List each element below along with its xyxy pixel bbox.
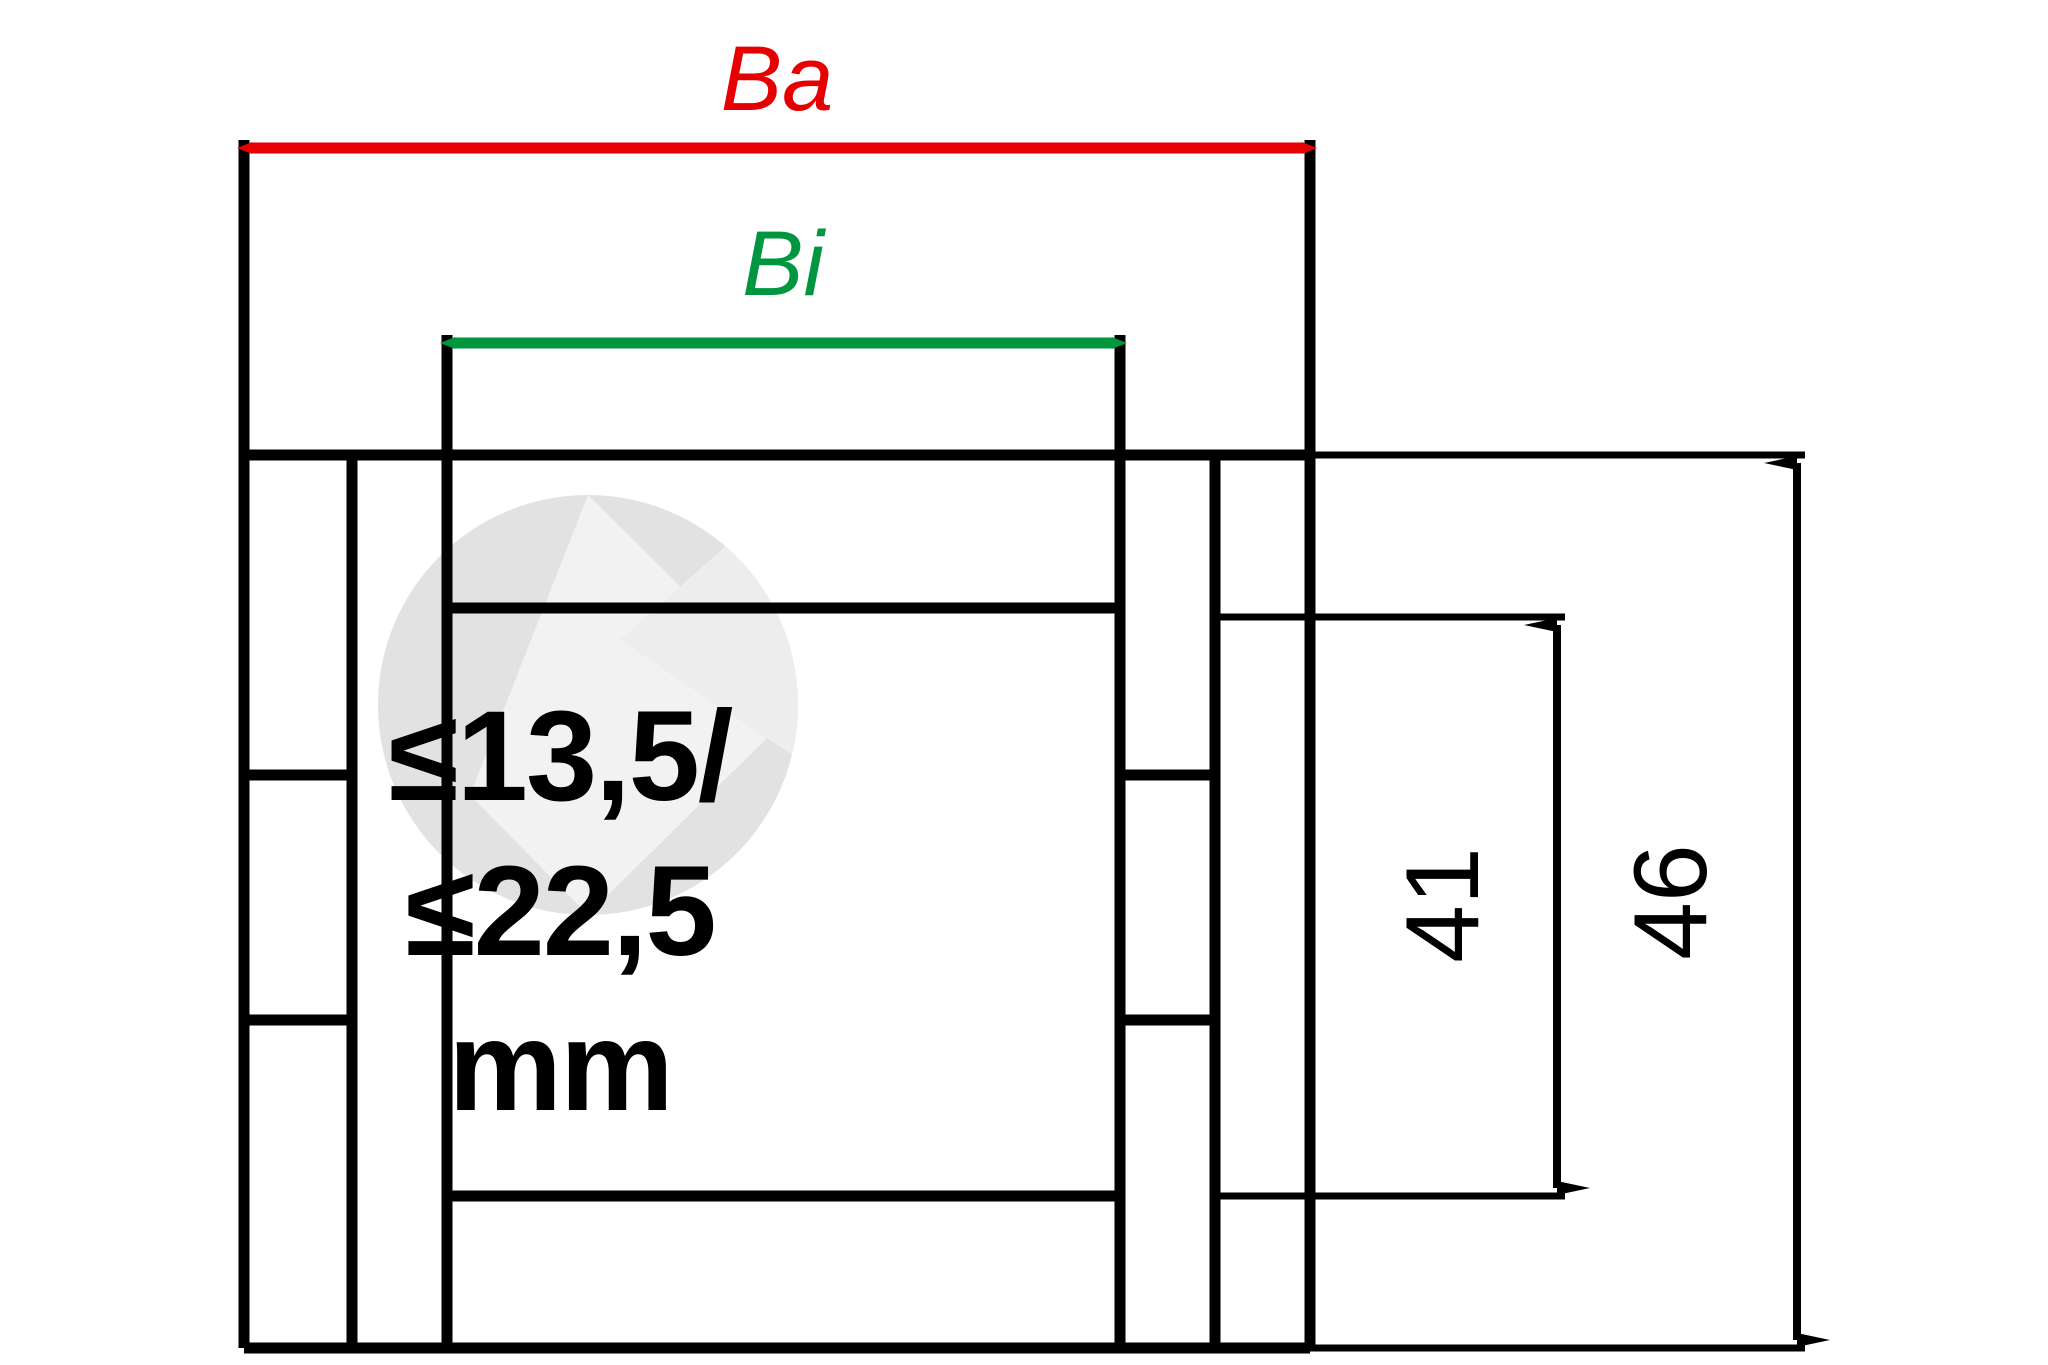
annotation-line-1: ≤13,5/ xyxy=(389,685,733,828)
bi-label: Bi xyxy=(742,213,826,315)
extension-lines xyxy=(1215,451,1805,1352)
annotation-line-2: ≤22,5 xyxy=(405,840,714,983)
dim-41-label: 41 xyxy=(1385,847,1501,963)
annotation-text-block: ≤13,5/ ≤22,5 mm xyxy=(389,685,735,1138)
dimension-bi: Bi xyxy=(440,213,1127,349)
dim-46-label: 46 xyxy=(1613,844,1729,960)
dimension-41: 41 xyxy=(1385,618,1590,1195)
dimension-ba: Ba xyxy=(237,28,1317,154)
dimension-46: 46 xyxy=(1613,456,1830,1347)
ba-label: Ba xyxy=(721,28,834,130)
annotation-line-3: mm xyxy=(448,995,672,1138)
